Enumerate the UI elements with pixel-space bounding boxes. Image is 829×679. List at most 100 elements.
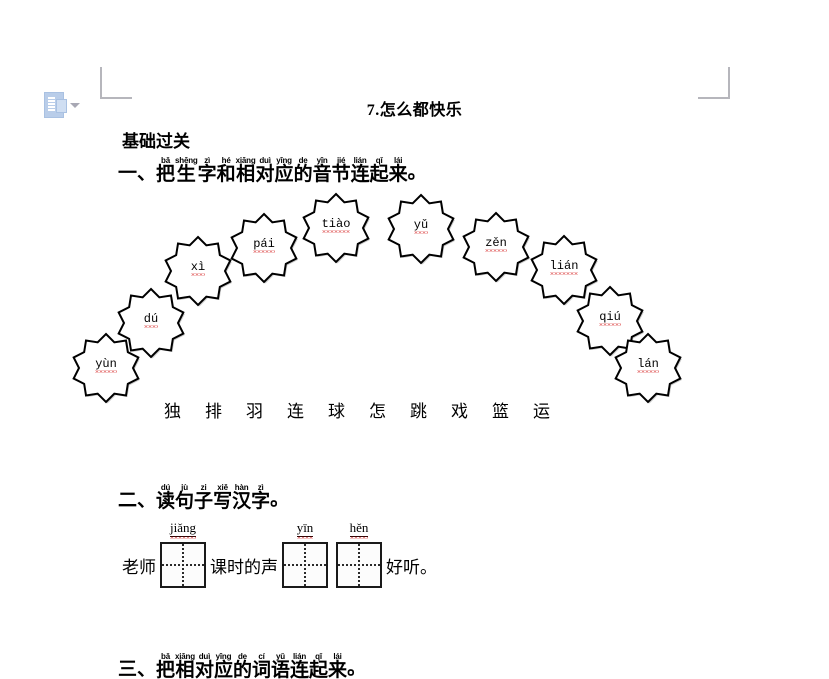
hanzi-character: 来 bbox=[388, 164, 408, 186]
star-badge[interactable]: lián bbox=[528, 234, 600, 306]
star-pinyin-label: lián bbox=[528, 260, 600, 275]
margin-corner-top-right bbox=[698, 67, 730, 99]
pinyin-syllable: zěn bbox=[485, 236, 507, 252]
hanzi-character: 。 bbox=[407, 162, 427, 183]
star-pinyin-label: yùn bbox=[70, 357, 142, 373]
hanzi-character: 对 bbox=[255, 164, 275, 186]
answer-blank-3[interactable]: hěn bbox=[336, 520, 382, 589]
tianzige-box-2[interactable] bbox=[282, 542, 328, 589]
star-badge[interactable]: zěn bbox=[460, 211, 532, 283]
ruby-char: 。 bbox=[408, 163, 427, 182]
star-badge[interactable]: pái bbox=[228, 212, 300, 284]
pinyin-annotation: hàn bbox=[234, 483, 249, 492]
pinyin-annotation: duì bbox=[259, 156, 271, 165]
pinyin-annotation: jù bbox=[181, 483, 188, 492]
hanzi-character: 来 bbox=[328, 660, 348, 679]
star-badge[interactable]: xì bbox=[162, 235, 234, 307]
tianzige-box-1[interactable] bbox=[160, 542, 206, 589]
hanzi-character: 语 bbox=[271, 660, 291, 679]
hanzi-character: 节 bbox=[331, 164, 351, 186]
hanzi-character: 的 bbox=[232, 660, 252, 679]
star-pinyin-label: pái bbox=[228, 238, 300, 253]
paste-document-icon[interactable] bbox=[44, 92, 67, 118]
pinyin-annotation: xiāng bbox=[235, 156, 256, 165]
answer-character[interactable]: 篮 bbox=[492, 402, 509, 421]
hanzi-character: 应 bbox=[213, 660, 233, 679]
pinyin-syllable: yùn bbox=[95, 357, 117, 373]
answer-blank-2[interactable]: yīn bbox=[282, 520, 328, 589]
pinyin-syllable: dú bbox=[143, 312, 159, 328]
pinyin-annotation: de bbox=[238, 652, 247, 661]
answer-character[interactable]: 独 bbox=[164, 402, 181, 421]
star-badge[interactable]: lán bbox=[612, 332, 684, 404]
answer-character[interactable]: 运 bbox=[533, 402, 550, 421]
pinyin-annotation: qǐ bbox=[375, 156, 383, 165]
star-pinyin-label: zěn bbox=[460, 236, 532, 252]
star-badge[interactable]: yùn bbox=[70, 332, 142, 404]
pinyin-annotation: xiāng bbox=[175, 652, 195, 661]
tianzige-box-3[interactable] bbox=[336, 542, 382, 589]
pinyin-annotation: zì bbox=[257, 483, 264, 492]
margin-corner-top-left bbox=[100, 67, 132, 99]
pinyin-annotation: hé bbox=[221, 156, 231, 165]
chevron-down-icon[interactable] bbox=[70, 102, 80, 108]
sentence-part-1: 老师 bbox=[122, 558, 156, 578]
pinyin-annotation: xiě bbox=[217, 483, 228, 492]
hanzi-character: 词 bbox=[251, 660, 271, 679]
pinyin-annotation: lián bbox=[293, 652, 307, 661]
answer-character[interactable]: 连 bbox=[287, 402, 304, 421]
pinyin-annotation: yīng bbox=[215, 652, 232, 661]
answer-character[interactable]: 球 bbox=[328, 402, 345, 421]
star-pinyin-label: xì bbox=[162, 261, 234, 276]
hanzi-character: 写 bbox=[213, 491, 233, 513]
answer-character[interactable]: 戏 bbox=[451, 402, 468, 421]
hanzi-character: 。 bbox=[270, 489, 290, 510]
pinyin-annotation: duì bbox=[198, 652, 211, 661]
blank-1-pinyin: jiǎng bbox=[170, 520, 196, 540]
hanzi-character: 应 bbox=[274, 164, 294, 186]
hanzi-character: 的 bbox=[293, 164, 313, 186]
hanzi-character: 。 bbox=[347, 658, 367, 679]
ruby-char: 。 bbox=[347, 659, 366, 678]
pinyin-annotation: lián bbox=[353, 156, 367, 165]
paste-options-widget[interactable] bbox=[44, 92, 80, 118]
answer-character[interactable]: 羽 bbox=[246, 402, 263, 421]
pinyin-annotation: shēng bbox=[175, 156, 198, 165]
answer-character[interactable]: 怎 bbox=[369, 402, 386, 421]
hanzi-character: 字 bbox=[197, 164, 217, 186]
pinyin-annotation: qǐ bbox=[315, 652, 322, 661]
star-badge[interactable]: tiào bbox=[300, 192, 372, 264]
section2-number: 二、 bbox=[118, 490, 157, 512]
answer-character[interactable]: 跳 bbox=[410, 402, 427, 421]
star-badge[interactable]: yǔ bbox=[385, 193, 457, 265]
sentence-part-2: 课时的声 bbox=[210, 558, 278, 578]
answer-character[interactable]: 排 bbox=[205, 402, 222, 421]
pinyin-syllable: yǔ bbox=[413, 218, 429, 234]
pinyin-syllable: qiú bbox=[599, 310, 621, 326]
answer-character-row: 独排羽连球怎跳戏篮运 bbox=[152, 397, 562, 422]
answer-blank-1[interactable]: jiǎng bbox=[160, 520, 206, 589]
star-badge[interactable]: dú bbox=[115, 287, 187, 359]
pinyin-annotation: yīng bbox=[276, 156, 292, 165]
hanzi-character: 把 bbox=[156, 164, 176, 186]
